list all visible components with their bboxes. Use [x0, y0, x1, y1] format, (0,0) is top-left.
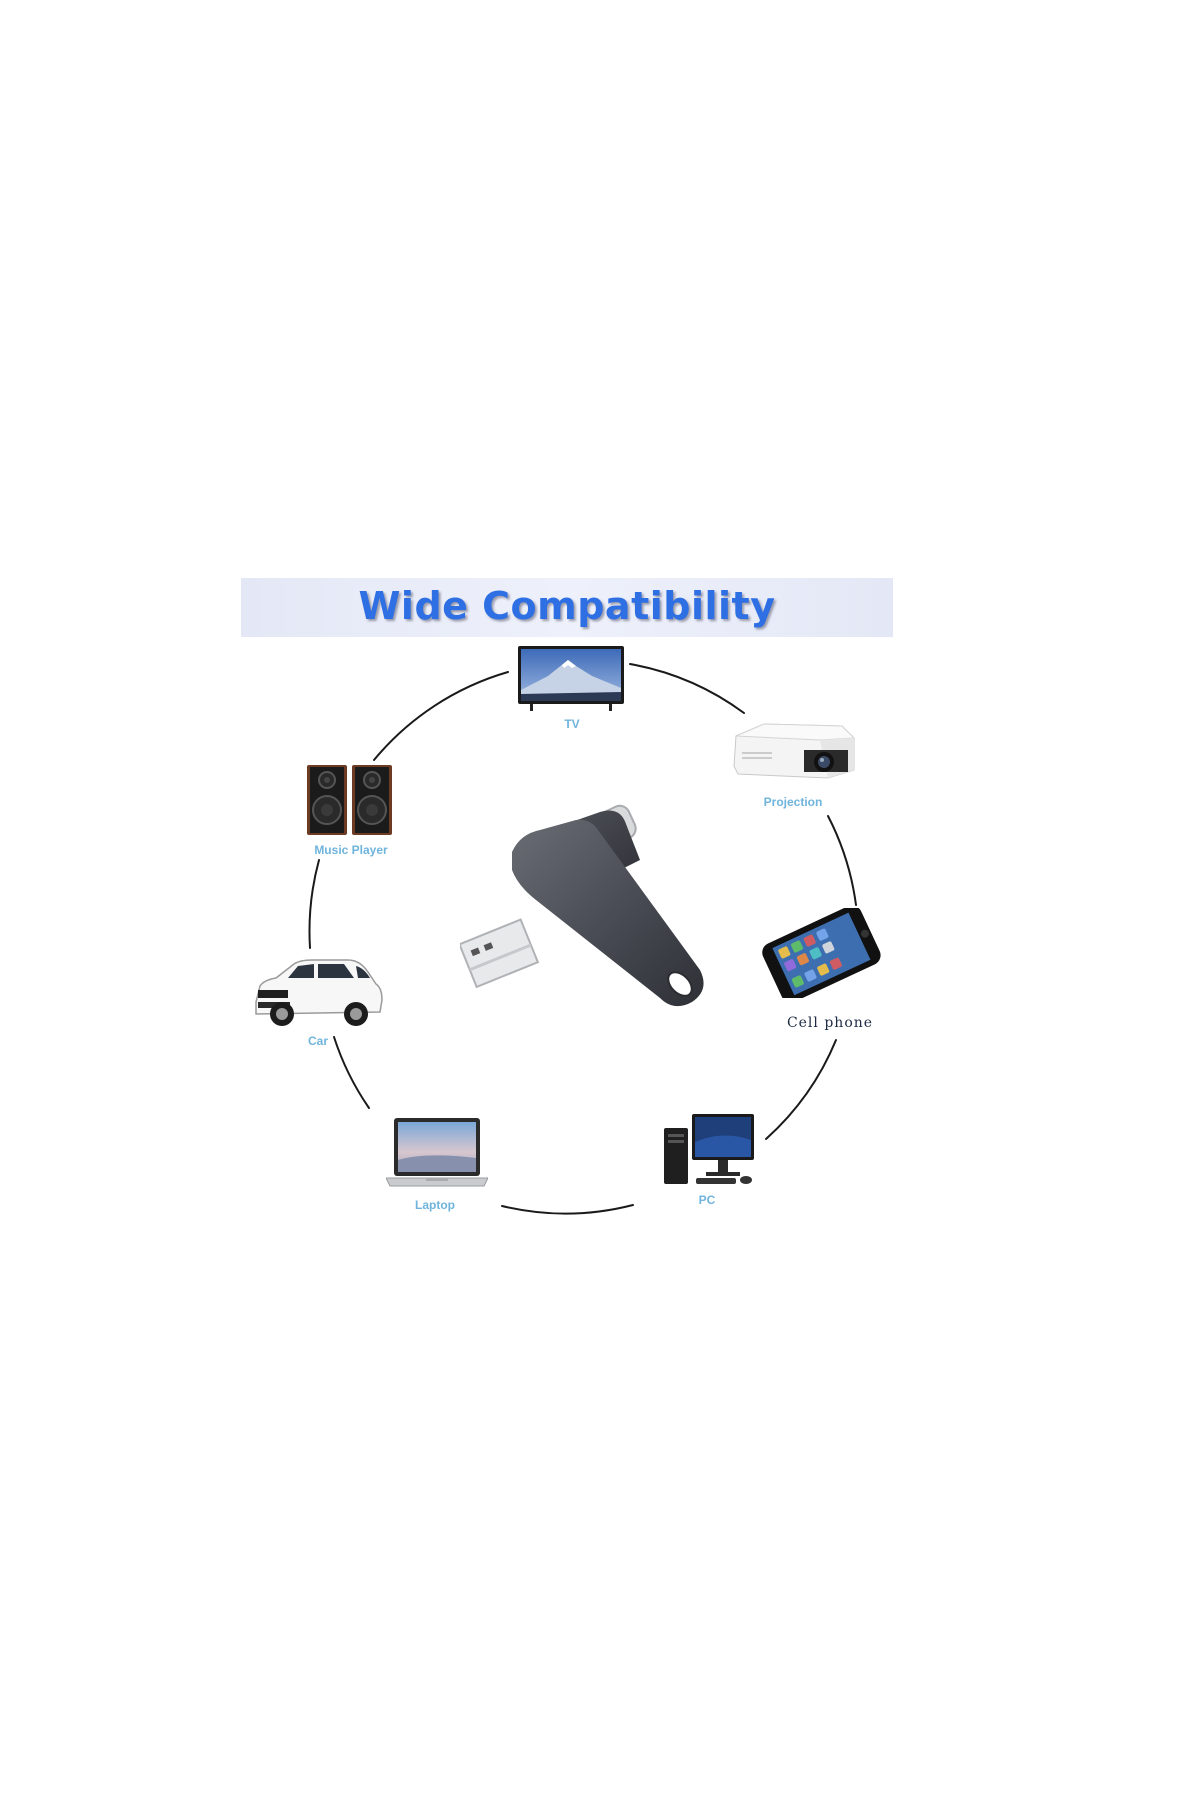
smartphone-icon	[762, 908, 881, 998]
laptop-icon	[386, 1118, 488, 1187]
cell-phone-label: Cell phone	[786, 1015, 874, 1031]
title-banner: Wide Compatibility	[241, 578, 893, 637]
banner-title: Wide Compatibility	[358, 584, 776, 628]
desktop-pc-icon	[664, 1114, 754, 1184]
tv-icon	[518, 646, 624, 711]
usb-flash-drive-icon	[460, 804, 704, 1007]
tv-label: TV	[564, 717, 580, 731]
car-label: Car	[307, 1034, 329, 1048]
speakers-icon	[307, 765, 392, 835]
projector-icon	[733, 723, 856, 779]
music-player-label: Music Player	[314, 843, 388, 857]
car-icon	[255, 959, 383, 1026]
laptop-label: Laptop	[415, 1198, 455, 1212]
projection-label: Projection	[763, 795, 823, 809]
pc-label: PC	[698, 1193, 716, 1207]
